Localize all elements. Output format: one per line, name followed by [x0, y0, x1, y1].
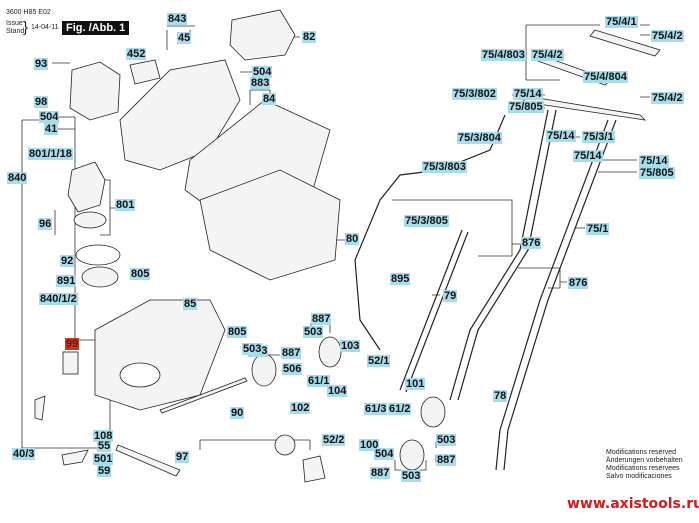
- part-outlines: [34, 9, 661, 483]
- part-label[interactable]: 887: [436, 454, 457, 466]
- part-label[interactable]: 883: [250, 77, 271, 89]
- part-label[interactable]: 90: [230, 407, 245, 419]
- part-label[interactable]: 75/3/805: [404, 215, 449, 227]
- part-label[interactable]: 75/4/2: [651, 30, 684, 42]
- figure-label: Fig. /Abb. 1: [62, 21, 130, 35]
- part-label[interactable]: 61/1: [307, 375, 331, 387]
- part-label[interactable]: 75/14: [546, 130, 576, 142]
- website-link[interactable]: www.axistools.ru: [567, 496, 699, 512]
- part-label[interactable]: 75/4/1: [605, 16, 638, 28]
- part-label[interactable]: 805: [227, 326, 248, 338]
- part-label[interactable]: 506: [282, 363, 303, 375]
- part-label[interactable]: 82: [302, 31, 317, 43]
- issue-date: 14-04-11: [31, 24, 59, 31]
- issue-label-text: Issue Stand: [6, 20, 25, 35]
- part-label[interactable]: 75/4/804: [583, 71, 628, 83]
- part-label[interactable]: 504: [39, 111, 60, 123]
- part-label[interactable]: 92: [60, 255, 75, 267]
- modifications-notes: Modifications reserved Änderungen vorbeh…: [606, 449, 683, 481]
- part-label[interactable]: 452: [126, 48, 147, 60]
- part-label[interactable]: 876: [521, 237, 542, 249]
- part-label[interactable]: 75/805: [508, 101, 544, 113]
- part-label[interactable]: 97: [175, 451, 190, 463]
- note-line: Salvo modificaciones: [606, 473, 672, 480]
- part-label[interactable]: 52/2: [322, 434, 346, 446]
- part-label[interactable]: 503: [436, 434, 457, 446]
- part-label[interactable]: 93: [34, 58, 49, 70]
- part-label[interactable]: 75/805: [639, 167, 675, 179]
- part-label[interactable]: 61/2: [388, 403, 412, 415]
- part-label[interactable]: 876: [568, 277, 589, 289]
- part-label[interactable]: 75/14: [639, 155, 669, 167]
- part-label[interactable]: 75/1: [586, 223, 610, 235]
- part-label[interactable]: 78: [493, 390, 508, 402]
- part-label[interactable]: 40/3: [12, 448, 36, 460]
- issue-brace: }: [23, 19, 29, 36]
- part-label[interactable]: 41: [44, 123, 59, 135]
- part-label[interactable]: 79: [443, 290, 458, 302]
- part-label[interactable]: 96: [38, 218, 53, 230]
- part-label[interactable]: 75/14: [573, 150, 603, 162]
- part-label[interactable]: 75/3/804: [457, 132, 502, 144]
- part-label[interactable]: 501: [93, 453, 114, 465]
- part-label[interactable]: 84: [262, 93, 277, 105]
- part-label[interactable]: 103: [340, 340, 361, 352]
- leader-lines: [10, 24, 650, 471]
- part-label[interactable]: 75/3/1: [582, 131, 615, 143]
- part-label[interactable]: 75/4/803: [481, 49, 526, 61]
- part-label[interactable]: 843: [167, 13, 188, 25]
- part-label[interactable]: 98: [34, 96, 49, 108]
- part-label[interactable]: 805: [130, 268, 151, 280]
- part-label[interactable]: 59: [97, 465, 112, 477]
- part-label[interactable]: 887: [311, 313, 332, 325]
- note-line: Änderungen vorbehalten: [606, 457, 683, 464]
- part-label[interactable]: 503: [303, 326, 324, 338]
- part-label[interactable]: 52/1: [367, 355, 391, 367]
- part-label[interactable]: 99: [65, 338, 80, 350]
- part-label[interactable]: 75/3/803: [422, 161, 467, 173]
- part-label[interactable]: 75/4/2: [531, 49, 564, 61]
- part-label[interactable]: 504: [252, 66, 273, 78]
- part-label[interactable]: 75/4/2: [651, 92, 684, 104]
- note-line: Modifications reservees: [606, 465, 680, 472]
- part-label[interactable]: 840/1/2: [39, 293, 78, 305]
- part-label[interactable]: 840: [7, 172, 28, 184]
- part-label[interactable]: 104: [327, 385, 348, 397]
- handle-tubes: [354, 109, 617, 471]
- part-label[interactable]: 891: [56, 275, 77, 287]
- note-line: Modifications reserved: [606, 449, 677, 456]
- part-label[interactable]: 102: [290, 402, 311, 414]
- part-label[interactable]: 503: [401, 470, 422, 482]
- part-label[interactable]: 801/1/18: [28, 148, 73, 160]
- part-label[interactable]: 45: [177, 32, 192, 44]
- part-label[interactable]: 75/14: [513, 88, 543, 100]
- part-label[interactable]: 85: [183, 298, 198, 310]
- part-label[interactable]: 504: [374, 448, 395, 460]
- part-label[interactable]: 895: [390, 273, 411, 285]
- part-label[interactable]: 55: [97, 440, 112, 452]
- part-label[interactable]: 887: [281, 347, 302, 359]
- issue-label: Issue Stand: [6, 20, 24, 36]
- part-label[interactable]: 503: [242, 343, 263, 355]
- part-label[interactable]: 108: [93, 430, 114, 442]
- part-label[interactable]: 61/3: [364, 403, 388, 415]
- part-label[interactable]: 887: [370, 467, 391, 479]
- part-label[interactable]: 75/3/802: [452, 88, 497, 100]
- part-label[interactable]: 101: [405, 378, 426, 390]
- part-label[interactable]: 801: [115, 199, 136, 211]
- document-code: 3600 H85 E02: [6, 9, 51, 16]
- part-label[interactable]: 80: [345, 233, 360, 245]
